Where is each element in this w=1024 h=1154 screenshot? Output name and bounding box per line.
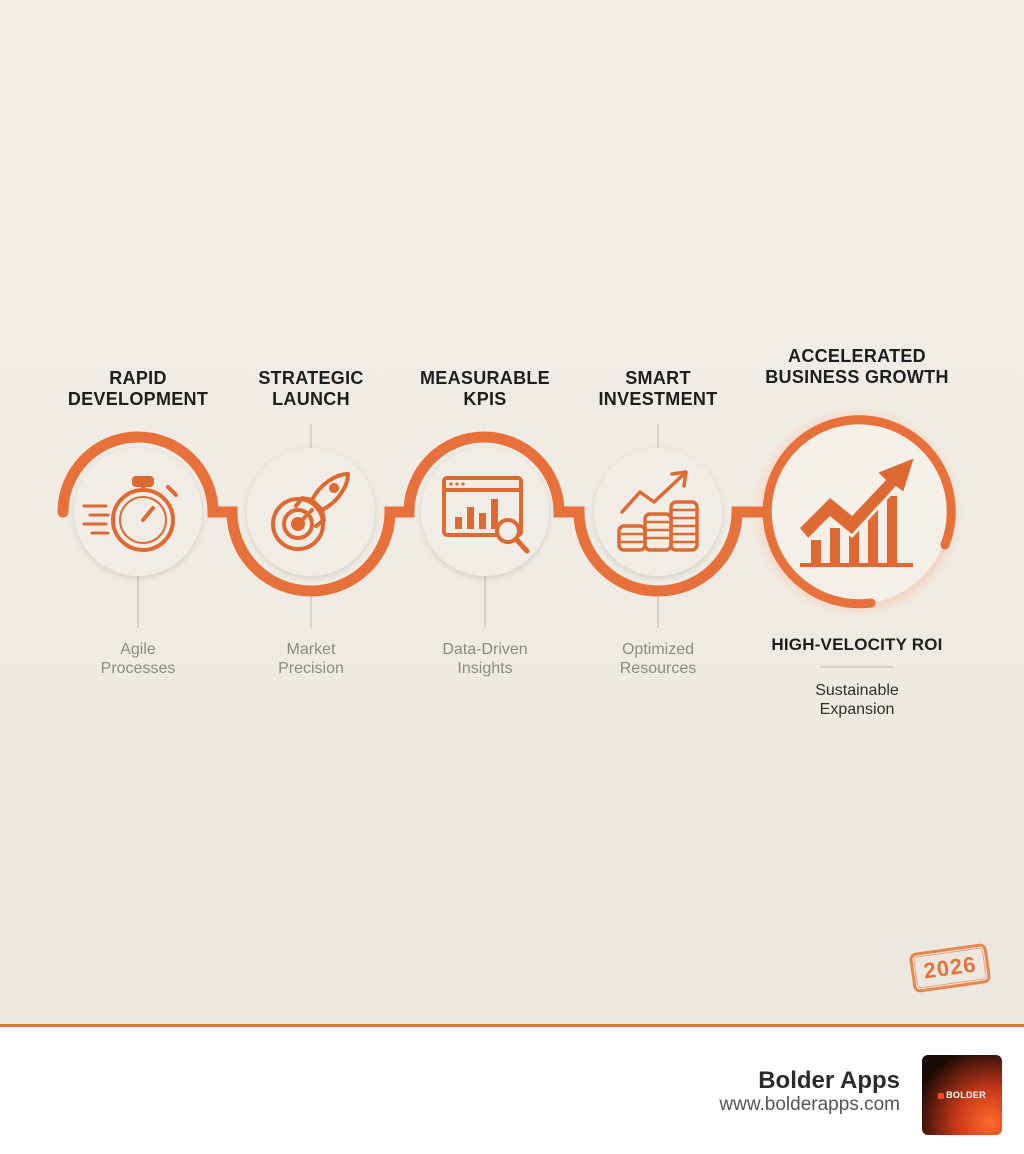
goal-ring [762,415,956,609]
rocket-target-icon [271,472,350,551]
step-subtitle: Agile Processes [100,641,176,677]
step-circle [421,448,549,576]
footer: Bolder Apps www.bolderapps.com BOLDER [0,1024,1024,1154]
brand-url[interactable]: www.bolderapps.com [719,1094,900,1115]
brand-name: Bolder Apps [758,1067,900,1094]
goal-title: ACCELERATED BUSINESS GROWTH [765,346,949,387]
goal-result: HIGH-VELOCITY ROI [771,635,943,654]
goal-subtitle: Sustainable Expansion [815,682,899,718]
brand-logo[interactable]: BOLDER [922,1055,1002,1135]
step-subtitle: Optimized Resources [619,641,697,677]
stopwatch-icon [82,476,178,552]
step-circle [594,448,722,576]
step-title: MEASURABLE KPIS [419,368,550,409]
brand-logo-text: BOLDER [938,1090,986,1100]
coins-growth-icon [617,470,699,552]
step-subtitle: Market Precision [278,641,344,677]
analytics-dashboard-icon [442,476,530,554]
process-diagram [57,402,967,668]
step-title: RAPID DEVELOPMENT [67,368,209,409]
step-subtitle: Data-Driven Insights [442,641,528,677]
connector-lines [137,424,893,668]
infographic-canvas: RAPID DEVELOPMENT STRATEGIC LAUNCH MEASU… [0,0,1024,1024]
step-title: STRATEGIC LAUNCH [258,368,364,409]
step-title: SMART INVESTMENT [598,368,718,409]
step-circle [74,448,202,576]
progress-wave [57,431,774,597]
growth-chart-icon [795,453,919,567]
